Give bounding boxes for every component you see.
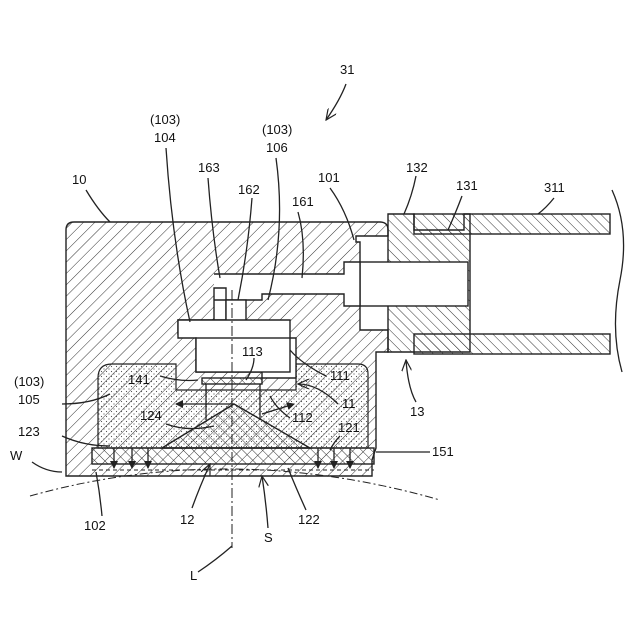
label-311: 311 [544, 180, 565, 195]
bottom-wall [92, 448, 374, 464]
label-S: S [264, 530, 273, 545]
label-105: 105 [18, 392, 40, 407]
label-113: 113 [242, 344, 263, 359]
label-161: 161 [292, 194, 314, 209]
label-104: 104 [154, 130, 176, 145]
label-132: 132 [406, 160, 428, 175]
label-122: 122 [298, 512, 320, 527]
upper-passage [226, 300, 246, 322]
label-L: L [190, 568, 197, 583]
tube-outer [414, 214, 610, 234]
label-101: 101 [318, 170, 340, 185]
label-162: 162 [238, 182, 260, 197]
label-141: 141 [128, 372, 150, 387]
label-106: 106 [266, 140, 288, 155]
tube-lower [414, 334, 610, 354]
label-151: 151 [432, 444, 454, 459]
label-111: 111 [330, 368, 350, 383]
label-31: 31 [340, 62, 354, 77]
label-123: 123 [18, 424, 40, 439]
tube-bore [360, 262, 468, 306]
label-10: 10 [72, 172, 86, 187]
label-124: 124 [140, 408, 162, 423]
label-102: 102 [84, 518, 106, 533]
label-112: 112 [292, 410, 313, 425]
label-163: 163 [198, 160, 220, 175]
label-11: 11 [342, 396, 356, 411]
label-W: W [10, 448, 23, 463]
label-103-a: (103) [150, 112, 180, 127]
label-103-c: (103) [14, 374, 44, 389]
label-103-b: (103) [262, 122, 292, 137]
label-12: 12 [180, 512, 194, 527]
label-121: 121 [338, 420, 360, 435]
label-13: 13 [410, 404, 424, 419]
label-131: 131 [456, 178, 478, 193]
tube-break-line [612, 190, 624, 372]
